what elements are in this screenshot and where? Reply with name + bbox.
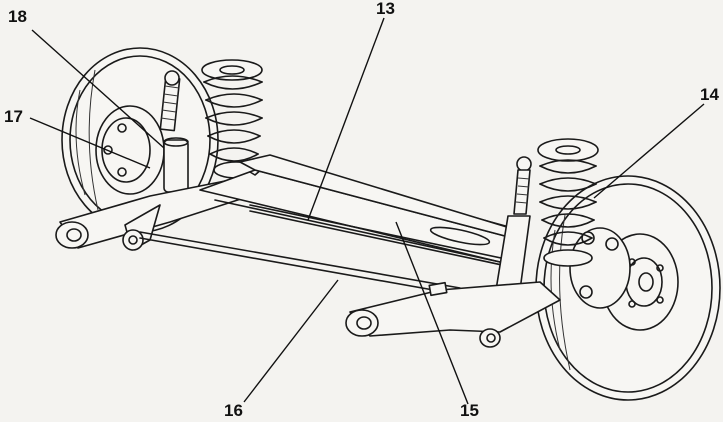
callout-17: 17 — [4, 107, 23, 126]
stabilizer-rod — [139, 231, 461, 295]
right-trailing-arm — [345, 281, 561, 348]
left-shock-absorber — [159, 70, 189, 193]
callout-14: 14 — [700, 85, 719, 104]
leader-lines — [29, 17, 705, 405]
callout-16: 16 — [224, 401, 243, 420]
left-brake-drum — [95, 105, 165, 195]
torsion-beam — [199, 154, 521, 263]
left-trailing-arm — [55, 179, 251, 251]
callout-15: 15 — [460, 401, 479, 420]
right-shock-absorber — [495, 156, 532, 291]
right-coil-spring — [537, 138, 599, 267]
right-brake-plate — [569, 227, 631, 309]
callout-18: 18 — [8, 7, 27, 26]
torsion-bar — [249, 204, 521, 269]
callout-13: 13 — [376, 0, 395, 18]
left-coil-spring — [201, 59, 263, 179]
